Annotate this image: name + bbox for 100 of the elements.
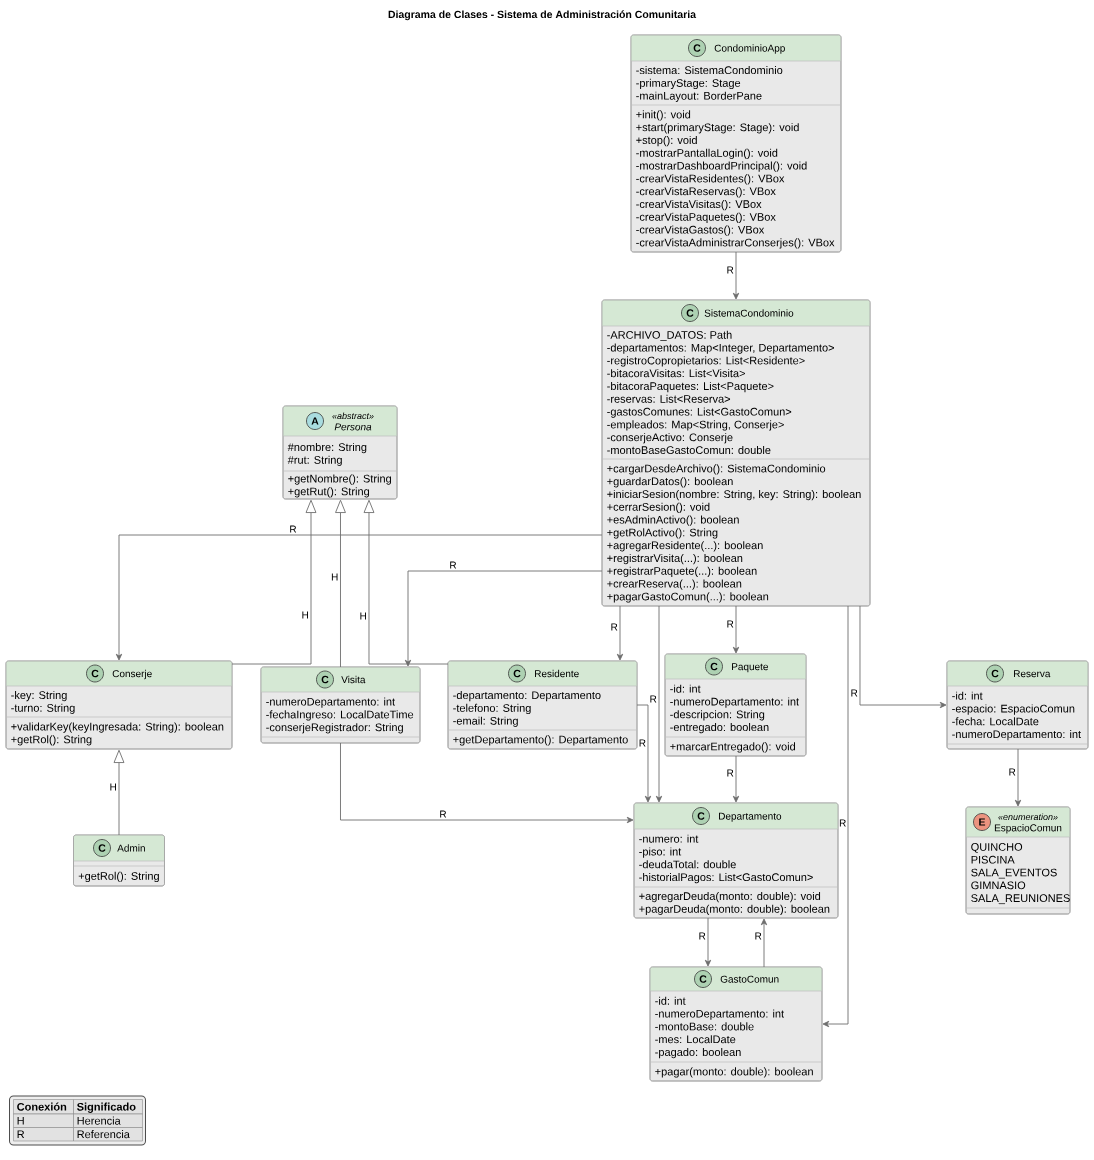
attribute: -espacio: EspacioComun bbox=[952, 704, 1075, 715]
attribute: -historialPagos: List<GastoComun> bbox=[639, 873, 813, 884]
attribute: -numeroDepartamento: int bbox=[266, 697, 395, 708]
arrow bbox=[732, 605, 740, 654]
attribute: -ARCHIVO_DATOS: Path bbox=[607, 330, 732, 341]
method: +start(primaryStage: Stage): void bbox=[636, 123, 799, 134]
edge-label: R bbox=[611, 623, 618, 631]
enum-value: SALA_EVENTOS bbox=[971, 868, 1057, 879]
arrow bbox=[732, 251, 740, 300]
enum-value: SALA_REUNIONES bbox=[971, 894, 1070, 905]
arrow bbox=[822, 605, 849, 1028]
attribute: -montoBase: double bbox=[655, 1022, 754, 1031]
attribute: -key: String bbox=[11, 690, 67, 702]
attribute: -sistema: SistemaCondominio bbox=[636, 66, 783, 75]
class-box bbox=[282, 405, 398, 500]
enum-value: GIMNASIO bbox=[971, 881, 1026, 890]
class-box bbox=[630, 34, 842, 253]
edge-label: R bbox=[699, 932, 706, 940]
class-box bbox=[965, 806, 1071, 915]
inheritance-arrow bbox=[335, 499, 346, 668]
class-name: Visita bbox=[341, 675, 366, 684]
attribute: -email: String bbox=[453, 716, 518, 727]
attribute: -bitacoraVisitas: List<Visita> bbox=[607, 369, 745, 378]
class-box bbox=[73, 834, 165, 887]
method: +registrarPaquete(...): boolean bbox=[607, 566, 757, 577]
arrow bbox=[404, 570, 603, 667]
attribute: #nombre: String bbox=[287, 442, 367, 454]
attribute: -numeroDepartamento: int bbox=[655, 1009, 784, 1020]
method: +getRolActivo(): String bbox=[607, 528, 718, 539]
attribute: -empleados: Map<String, Conserje> bbox=[607, 420, 784, 431]
attribute: -gastosComunes: List<GastoComun> bbox=[607, 407, 792, 418]
arrow bbox=[859, 605, 947, 709]
title: Diagrama de Clases - Sistema de Administración Comunitaria bbox=[388, 10, 697, 21]
attribute: -mes: LocalDate bbox=[655, 1035, 736, 1044]
edge-label: R bbox=[839, 819, 846, 827]
class-name: CondominioApp bbox=[714, 44, 785, 54]
method: -crearVistaPaquetes(): VBox bbox=[636, 212, 776, 223]
attribute: -bitacoraPaquetes: List<Paquete> bbox=[607, 381, 774, 393]
attribute: -turno: String bbox=[11, 703, 75, 714]
edge-label: R bbox=[727, 769, 734, 777]
method: -crearVistaVisitas(): VBox bbox=[636, 199, 762, 211]
attribute: -primaryStage: Stage bbox=[636, 78, 741, 90]
method: +pagarDeuda(monto: double): boolean bbox=[639, 904, 830, 915]
attribute: -telefono: String bbox=[453, 703, 531, 715]
method: +getDepartamento(): Departamento bbox=[453, 735, 628, 746]
attribute: -numeroDepartamento: int bbox=[670, 697, 799, 708]
class-name: Admin bbox=[117, 844, 145, 852]
class-name: Persona bbox=[334, 423, 372, 431]
method: -crearVistaReservas(): VBox bbox=[636, 187, 776, 198]
attribute: -departamentos: Map<Integer, Departamento> bbox=[607, 343, 834, 354]
method: +cerrarSesion(): void bbox=[607, 502, 710, 513]
method: -crearVistaGastos(): VBox bbox=[636, 225, 765, 236]
table-cell: R bbox=[13, 1127, 74, 1142]
attribute: -numero: int bbox=[639, 834, 699, 843]
stereotype: «enumeration» bbox=[998, 813, 1058, 821]
arrow bbox=[115, 534, 603, 661]
method: +getNombre(): String bbox=[288, 474, 391, 485]
arrow bbox=[340, 742, 634, 824]
attribute: -montoBaseGastoComun: double bbox=[607, 445, 771, 454]
method: +stop(): void bbox=[636, 135, 697, 147]
attribute: -conserjeActivo: Conserje bbox=[607, 433, 733, 444]
method: +getRut(): String bbox=[288, 487, 369, 498]
class-box bbox=[447, 660, 638, 750]
method: +getRol(): String bbox=[11, 735, 92, 746]
class-name: Conserje bbox=[112, 669, 152, 680]
method: +init(): void bbox=[636, 110, 691, 121]
class-name: GastoComun bbox=[720, 975, 779, 983]
attribute: -id: int bbox=[670, 684, 701, 693]
method: +cargarDesdeArchivo(): SistemaCondominio bbox=[607, 464, 826, 475]
attribute: -numeroDepartamento: int bbox=[952, 730, 1081, 741]
attribute: -departamento: Departamento bbox=[453, 691, 601, 702]
class-name: EspacioComun bbox=[994, 824, 1062, 834]
attribute: -id: int bbox=[952, 691, 983, 700]
method: +agregarResidente(...): boolean bbox=[607, 541, 763, 552]
method: +iniciarSesion(nombre: String, key: String): boolean bbox=[607, 489, 861, 501]
inheritance-arrow bbox=[363, 499, 449, 665]
edge-label: R bbox=[290, 525, 297, 533]
inheritance-arrow bbox=[113, 749, 125, 836]
method: +getRol(): String bbox=[78, 871, 159, 883]
attribute: -pagado: boolean bbox=[655, 1047, 741, 1059]
method: -mostrarPantallaLogin(): void bbox=[636, 148, 778, 159]
attribute: -mainLayout: BorderPane bbox=[636, 91, 762, 102]
method: -mostrarDashboardPrincipal(): void bbox=[636, 161, 807, 172]
edge-label: R bbox=[851, 689, 858, 697]
class-box bbox=[5, 660, 233, 750]
edge-label: R bbox=[639, 739, 646, 747]
method: -crearVistaResidentes(): VBox bbox=[636, 174, 785, 185]
arrow bbox=[704, 917, 712, 967]
edge-label: R bbox=[1009, 768, 1016, 776]
attribute: -conserjeRegistrador: String bbox=[266, 723, 403, 734]
class-name: Paquete bbox=[732, 663, 768, 673]
class-name: SistemaCondominio bbox=[704, 309, 794, 317]
class-box bbox=[601, 299, 871, 607]
edge-label: R bbox=[727, 266, 734, 274]
edge-label: H bbox=[302, 611, 308, 619]
class-box bbox=[633, 802, 839, 919]
arrow bbox=[616, 605, 624, 661]
attribute: #rut: String bbox=[287, 455, 342, 466]
class-box bbox=[946, 660, 1089, 750]
class-name: Departamento bbox=[719, 812, 782, 822]
